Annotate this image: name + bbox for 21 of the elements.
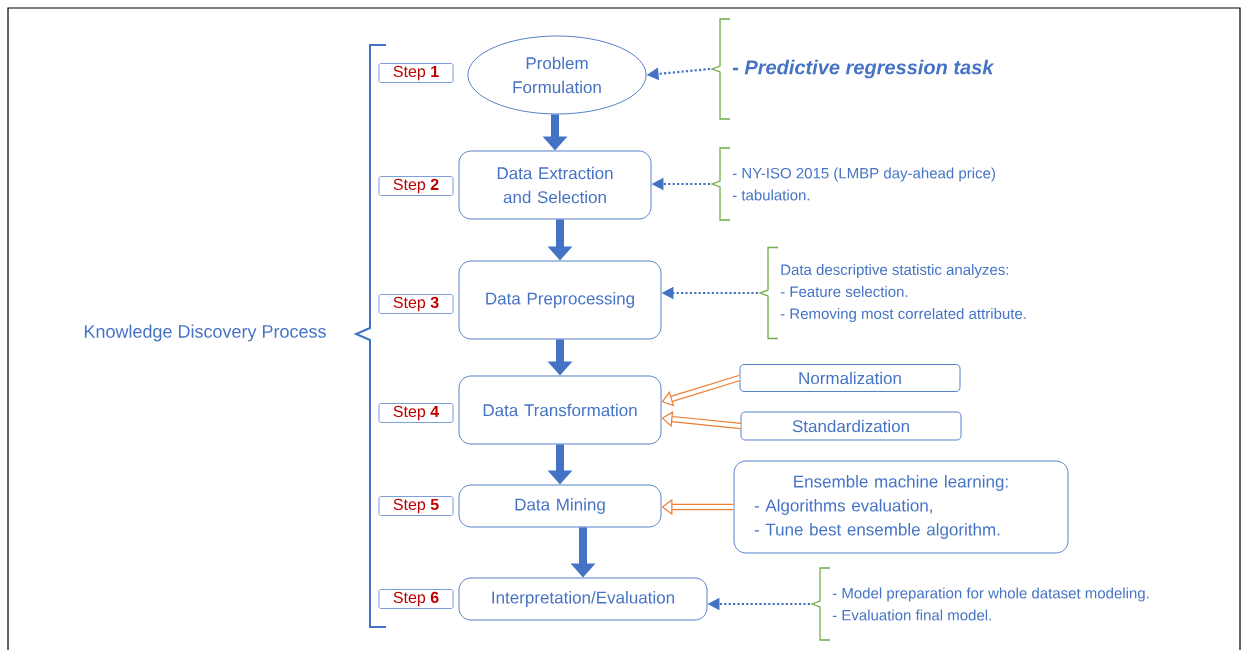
input-box: Normalization — [739, 364, 961, 392]
input-box: Ensemble machine learning: - Algorithms evaluation, - Tune best ensemble algorithm. — [733, 460, 1069, 554]
process-box: Data Preprocessing — [458, 260, 662, 340]
process-box: Data Transformation — [458, 375, 662, 445]
input-box: Standardization — [740, 411, 962, 441]
arrow — [661, 411, 741, 430]
note-text: - Model preparation for whole dataset modeling. - Evaluation final model. — [832, 587, 1149, 621]
note-text: - NY-ISO 2015 (LMBP day-ahead price) - tabulation. — [732, 167, 995, 201]
step-label: Step 2 — [378, 176, 454, 196]
step-label: Step 1 — [378, 63, 454, 83]
note-text: - Predictive regression task — [732, 59, 995, 79]
note-text: Data descriptive statistic analyzes: - Feature selection. - Removing most correlated attribute. — [780, 264, 1026, 322]
step-label: Step 3 — [378, 294, 454, 314]
step-label: Step 4 — [378, 403, 454, 423]
step-label: Step 5 — [378, 496, 454, 516]
process-box: Data Mining — [458, 484, 662, 528]
process-box: Data Extraction and Selection — [458, 150, 652, 220]
step-label: Step 6 — [378, 589, 454, 609]
process-box: Interpretation/Evaluation — [458, 577, 708, 621]
process-title: Knowledge Discovery Process — [84, 324, 326, 342]
arrow — [661, 374, 741, 407]
